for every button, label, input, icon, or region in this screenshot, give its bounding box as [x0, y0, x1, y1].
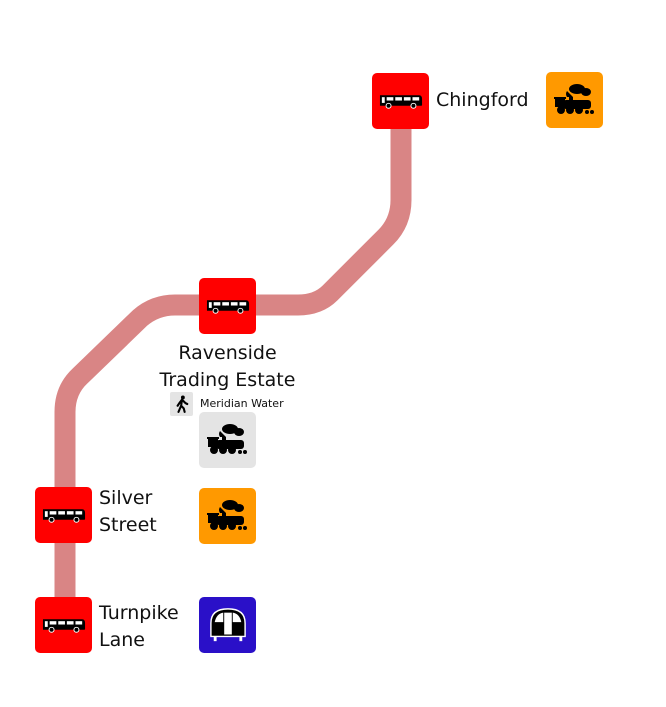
bus-stop-silver-street[interactable]: [35, 487, 92, 543]
station-label-ravenside-trading-estate: Ravenside Trading Estate: [150, 340, 305, 394]
bus-icon: [42, 507, 86, 523]
tube-train-icon: [207, 606, 249, 644]
underground-interchange-turnpike-lane[interactable]: [199, 597, 256, 653]
station-name-line: Trading Estate: [159, 369, 296, 391]
station-label-silver-street: Silver Street: [99, 485, 157, 539]
rail-interchange-silver-street[interactable]: [199, 488, 256, 544]
bus-stop-ravenside-trading-estate[interactable]: [199, 278, 256, 334]
bus-icon: [42, 617, 86, 633]
walk-link-box: [170, 392, 193, 416]
steam-train-icon: [206, 499, 250, 533]
steam-train-icon: [206, 423, 250, 457]
walk-link-label[interactable]: Meridian Water: [200, 397, 284, 410]
station-label-chingford: Chingford: [436, 87, 529, 114]
bus-icon: [379, 93, 423, 109]
bus-stop-chingford[interactable]: [372, 73, 429, 129]
station-name-line: Turnpike: [99, 602, 179, 624]
rail-interchange-chingford[interactable]: [546, 72, 603, 128]
bus-stop-turnpike-lane[interactable]: [35, 597, 92, 653]
station-name-line: Street: [99, 514, 157, 536]
rail-interchange-meridian-water[interactable]: [199, 412, 256, 468]
bus-icon: [206, 298, 250, 314]
station-label-turnpike-lane: Turnpike Lane: [99, 600, 179, 654]
station-name-line: Ravenside: [178, 342, 277, 364]
station-name-line: Silver: [99, 487, 153, 509]
steam-train-icon: [553, 83, 597, 117]
station-name-line: Lane: [99, 629, 145, 651]
station-name-line: Chingford: [436, 89, 529, 111]
walking-person-icon: [175, 395, 189, 413]
